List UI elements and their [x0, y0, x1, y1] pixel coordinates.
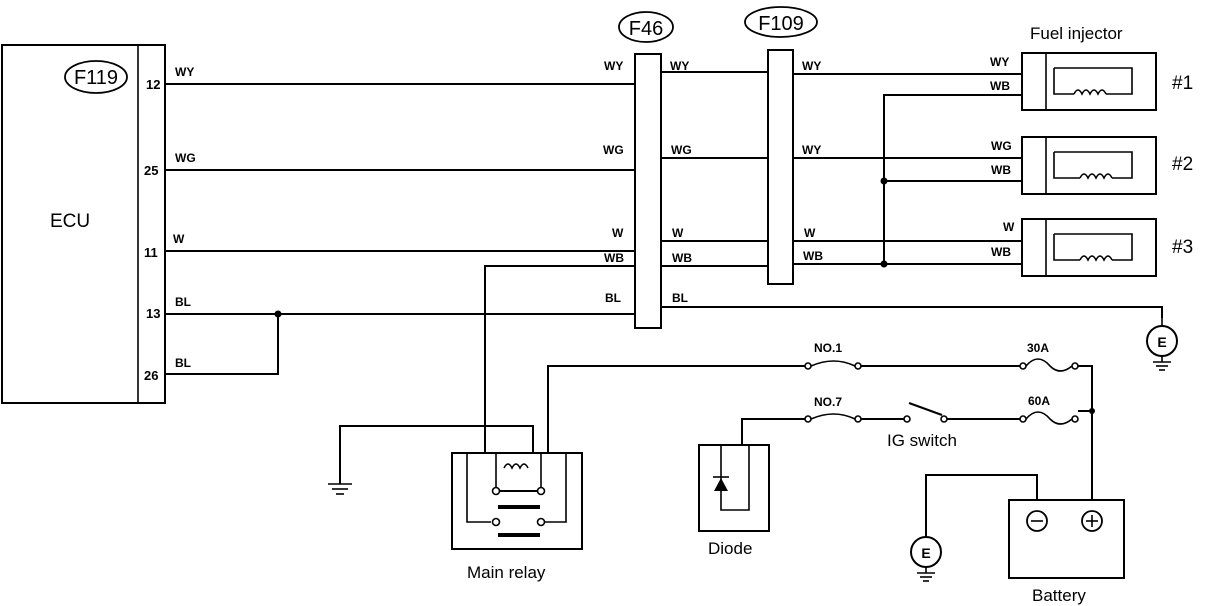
connector-f119-badge — [64, 60, 128, 94]
injector-2-label: #2 — [1172, 154, 1193, 175]
wire-label-wy-f46-in: WY — [604, 59, 623, 73]
connector-f109: F109 — [744, 6, 818, 285]
power-circuit: NO.1 30A NO.7 60A IG switch Battery — [547, 341, 1125, 605]
wire-label-w-f46-in: W — [612, 226, 624, 240]
wire-label-wb-inj1: WB — [990, 79, 1010, 93]
fuse-no7-label: NO.7 — [814, 395, 842, 409]
connector-f119-label: F119 — [74, 67, 118, 89]
fuel-injector-1: #1 — [1021, 52, 1193, 111]
wire-label-bl-f46-in: BL — [605, 291, 621, 305]
wire-label-wg-f46-in: WG — [603, 143, 624, 157]
connector-f109-label: F109 — [758, 13, 804, 35]
diode: Diode — [698, 444, 770, 558]
ecu-label: ECU — [50, 211, 90, 232]
wire-label-wy-ecu: WY — [175, 65, 194, 79]
fuse-60a-icon — [1025, 411, 1073, 425]
fuse-30a-icon — [1025, 358, 1073, 372]
fuel-injector-3: #3 — [1021, 218, 1193, 277]
wire-label-wb-f46-out: WB — [672, 251, 692, 265]
splice-bl — [274, 310, 282, 318]
wire-label-wb-inj2: WB — [991, 163, 1011, 177]
injector-3-label: #3 — [1172, 237, 1193, 258]
wire-label-wy-f109-2: WY — [802, 143, 821, 157]
main-relay: Main relay — [328, 425, 583, 582]
fuel-injector-2: #2 — [1021, 136, 1193, 195]
battery: Battery — [1008, 499, 1125, 605]
diode-icon — [714, 478, 728, 491]
splice-wb-lower — [880, 260, 888, 268]
injector-coil-icon — [1079, 173, 1113, 180]
wire-labels: WY WY WY WY WY WB WG WG WG WY WG WB W W … — [173, 55, 1015, 370]
wire-label-bl-pin13: BL — [175, 295, 191, 309]
main-relay-label: Main relay — [467, 563, 546, 582]
wire-label-w-ecu: W — [173, 232, 185, 246]
wire-label-wg-f46-out: WG — [671, 143, 692, 157]
pin-25: 25 — [144, 163, 158, 178]
fuel-injector-title: Fuel injector — [1030, 24, 1123, 43]
wire-label-bl-pin26: BL — [175, 356, 191, 370]
fuse-60a-label: 60A — [1028, 394, 1050, 408]
wire-label-wy-inj1: WY — [990, 55, 1009, 69]
fuse-no1-label: NO.1 — [814, 341, 842, 355]
wire-label-wy-f46-out: WY — [670, 59, 689, 73]
pin-26: 26 — [144, 368, 158, 383]
ground-e-lower: E — [910, 536, 942, 582]
wire-label-w-f109-out: W — [804, 226, 816, 240]
wire-label-wb-f46-in: WB — [604, 251, 624, 265]
fuel-injectors: Fuel injector #1 #2 #3 — [1021, 24, 1193, 277]
pin-13: 13 — [146, 306, 160, 321]
wire-label-w-inj3: W — [1003, 220, 1015, 234]
wire-label-wb-inj3: WB — [991, 245, 1011, 259]
connector-f46: F46 — [618, 11, 674, 329]
ig-switch-label: IG switch — [887, 431, 957, 450]
diode-label: Diode — [708, 539, 752, 558]
fuse-30a-label: 30A — [1027, 341, 1049, 355]
pin-12: 12 — [146, 77, 160, 92]
wire-label-bl-f46-out: BL — [672, 291, 688, 305]
ecu-unit: ECU F119 12 25 11 13 26 — [1, 44, 166, 404]
injector-coil-icon — [1079, 255, 1113, 262]
wire-label-wg-inj2: WG — [991, 139, 1012, 153]
wire-label-wg-ecu: WG — [175, 151, 196, 165]
pin-11: 11 — [144, 245, 158, 260]
wire-label-wy-f109-out: WY — [802, 59, 821, 73]
splice-wb-upper — [880, 177, 888, 185]
ground-e-lower-label: E — [921, 545, 930, 561]
wire-label-w-f46-out: W — [672, 226, 684, 240]
wire-harness — [165, 71, 1163, 455]
wire-label-wb-f109-out: WB — [803, 249, 823, 263]
battery-label: Battery — [1032, 586, 1086, 605]
connector-f46-label: F46 — [629, 18, 663, 40]
ground-e-upper: E — [1146, 318, 1178, 371]
injector-1-label: #1 — [1172, 73, 1193, 94]
ig-switch-icon — [908, 402, 943, 416]
ground-e-upper-label: E — [1157, 334, 1166, 350]
injector-coil-icon — [1073, 89, 1107, 96]
relay-coil-icon — [503, 463, 529, 470]
